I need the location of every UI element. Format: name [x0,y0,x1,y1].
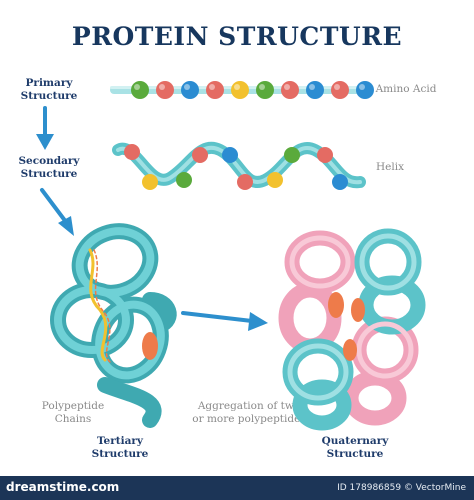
primary-structure-label: Primary Structure [10,77,88,103]
secondary-label-line2: Structure [20,168,78,180]
helix-bead [237,174,253,190]
subunit-sheet-icon [328,292,344,318]
amino-acid-bead [181,81,199,99]
amino-acid-bead [281,81,299,99]
helix-bead [124,144,140,160]
bead-highlight [209,84,215,90]
bead-highlight [159,84,165,90]
page-title: PROTEIN STRUCTURE [71,22,403,51]
helix-bead [317,147,333,163]
amino-acid-bead [306,81,324,99]
primary-label-line1: Primary [25,77,73,89]
helix-bead [192,147,208,163]
amino-acid-bead [331,81,349,99]
footer-site: dreamstime.com [6,480,120,494]
polypeptide-chains-label: Polypeptide Chains [30,400,116,426]
footer-id: ID 178986859 © VectorMine [337,483,466,493]
amino-acid-bead [156,81,174,99]
amino-acid-bead [206,81,224,99]
bead-highlight [259,84,265,90]
diagram-canvas [36,81,426,431]
arrow-tertiary-to-quaternary [181,311,268,331]
helix-bead [176,172,192,188]
bead-highlight [359,84,365,90]
helix-bead [267,172,283,188]
helix-segment-icon [88,248,108,362]
amino-acid-bead [356,81,374,99]
amino-acid-bead [231,81,249,99]
amino-acid-chain [110,81,374,99]
polypeptide-label-line1: Polypeptide [41,400,105,412]
quaternary-structure-label: Quaternary Structure [310,435,400,461]
helix-bead [142,174,158,190]
arrow-primary-to-secondary [36,106,54,150]
aggregation-label-line2: or more polypeptides [192,413,306,425]
beta-sheet-icon [142,332,158,360]
alpha-helix [112,141,366,190]
tertiary-structure-label: Tertiary Structure [80,435,160,461]
bead-highlight [334,84,340,90]
arrow-secondary-to-tertiary [40,188,74,236]
secondary-structure-label: Secondary Structure [8,155,90,181]
quaternary-protein-complex [278,228,426,431]
quaternary-label-line2: Structure [326,448,384,460]
aggregation-label-line1: Aggregation of two [197,400,301,412]
helix-bead [284,147,300,163]
helix-label: Helix [375,161,404,173]
footer-bar [0,476,474,500]
bead-highlight [184,84,190,90]
helix-bead [222,147,238,163]
bead-highlight [234,84,240,90]
polypeptide-label-line2: Chains [54,413,92,425]
amino-acid-bead [256,81,274,99]
tertiary-label-line1: Tertiary [96,435,144,447]
tertiary-label-line2: Structure [91,448,149,460]
quaternary-label-line1: Quaternary [321,435,389,447]
helix-bead [332,174,348,190]
amino-acid-label: Amino Acid [375,83,437,95]
amino-acid-bead [131,81,149,99]
bead-highlight [309,84,315,90]
tertiary-protein-fold [50,223,177,428]
secondary-label-line1: Secondary [18,155,80,167]
bead-highlight [134,84,140,90]
bead-highlight [284,84,290,90]
primary-label-line2: Structure [20,90,78,102]
aggregation-label: Aggregation of two or more polypeptides [190,400,308,426]
